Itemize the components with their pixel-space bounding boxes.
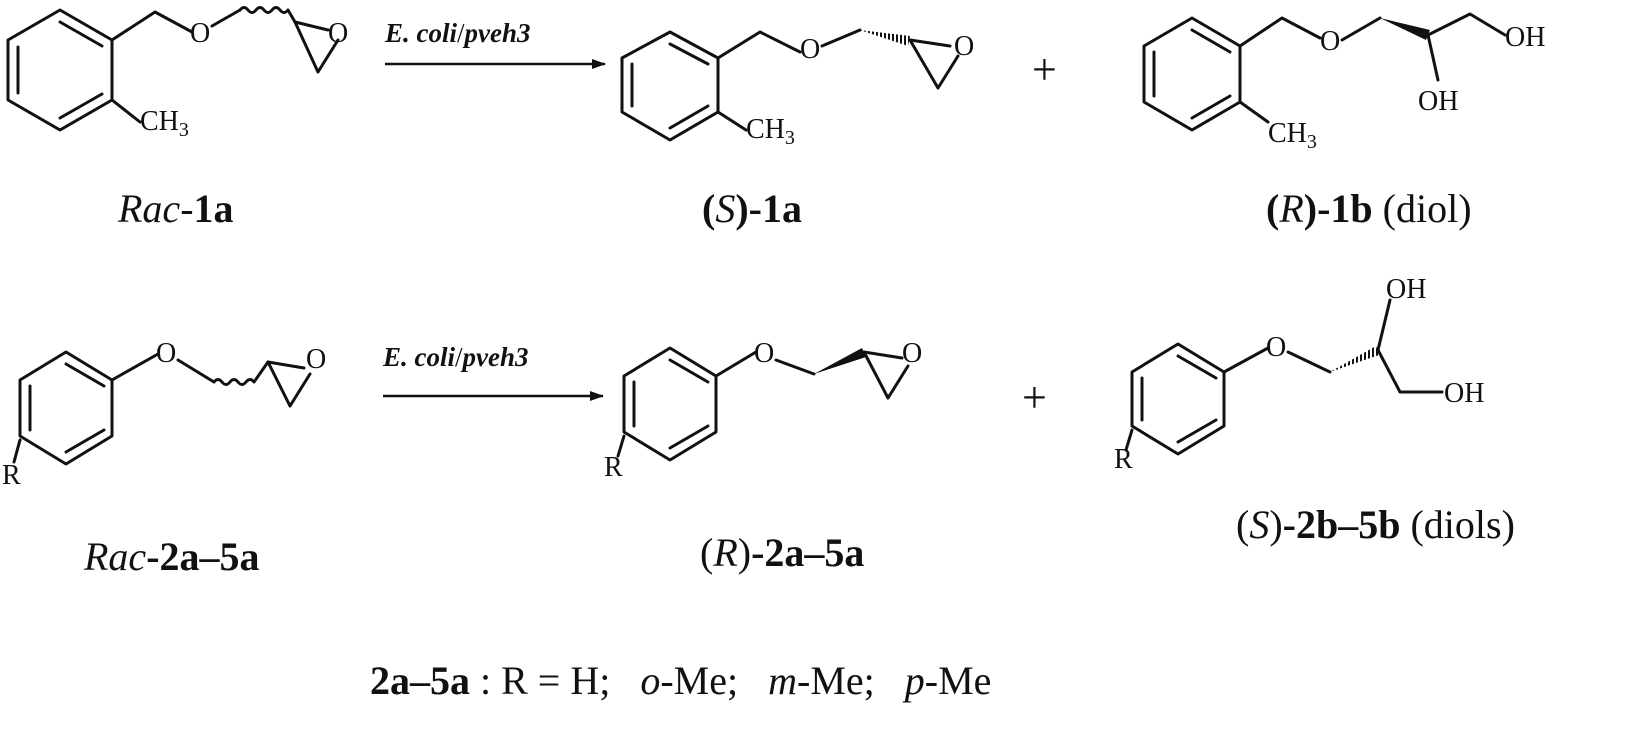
hydroxyl-label: OH [1444,378,1484,409]
oxygen-label: O [800,34,820,65]
s-1a-structure: O CH3 O [620,28,974,149]
oxygen-label: O [190,18,210,49]
oxygen-label: O [754,338,774,369]
rac-1a-label: Rac-1a [117,186,234,231]
hashed-wedge-bond [1330,346,1379,372]
rac-2a-5a-structure: O O R [2,338,326,491]
r-substituent-label: R [1114,444,1133,475]
reagent-label-2: E. coli/pveh3 [382,342,529,372]
oxygen-label: O [1266,332,1286,363]
epoxide-oxygen-label: O [306,344,326,375]
solid-wedge-bond [1380,18,1430,40]
epoxide-oxygen-label: O [328,18,348,49]
r-substituent-label: R [2,460,21,491]
oxygen-label: O [1320,26,1340,57]
hashed-wedge-bond [860,30,910,46]
s-2b-5b-label: (S)-2b–5b (diols) [1236,502,1515,547]
s-2b-5b-structure: O OH OH R [1114,274,1484,475]
r-1b-label: (R)-1b (diol) [1266,186,1472,231]
r-2a-5a-structure: O O R [604,338,922,483]
plus-sign-2: + [1022,373,1047,422]
epoxide-oxygen-label: O [902,338,922,369]
reagent-label-1: E. coli/pveh3 [384,18,531,48]
hydroxyl-label: OH [1418,86,1458,117]
epoxide-oxygen-label: O [954,31,974,62]
substituent-footnote: 2a–5a : R = H; o-Me; m-Me; p-Me [370,658,991,703]
r-2a-5a-label: (R)-2a–5a [700,530,864,575]
oxygen-label: O [156,338,176,369]
methyl-label: CH3 [1268,118,1317,153]
plus-sign-1: + [1032,45,1057,94]
solid-wedge-bond [814,348,866,374]
hydroxyl-label: OH [1386,274,1426,305]
methyl-label: CH3 [140,106,189,141]
r-substituent-label: R [604,452,623,483]
hydroxyl-label: OH [1505,22,1545,53]
s-1a-label: (S)-1a [702,186,802,231]
methyl-label: CH3 [746,114,795,149]
r-1b-structure: O CH3 OH OH [1142,12,1545,153]
rac-1a-structure: O CH3 O [6,6,348,141]
rac-2a-5a-label: Rac-2a–5a [83,534,260,579]
